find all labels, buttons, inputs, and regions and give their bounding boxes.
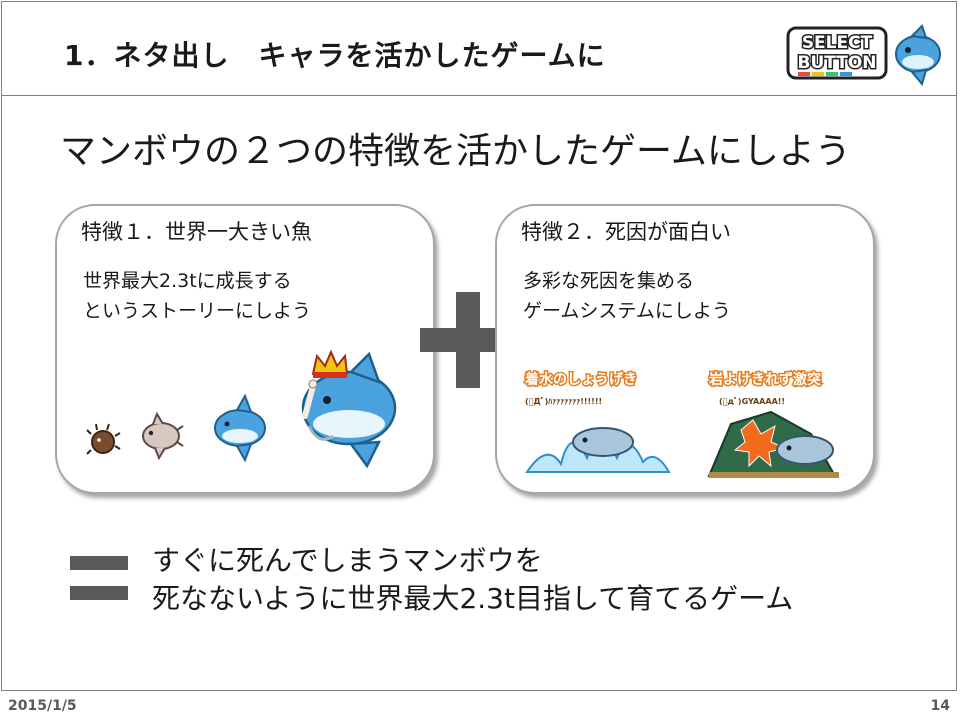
feature-2-title: 特徴２．死因が面白い — [521, 220, 731, 244]
feature-2-desc-line-1: 多彩な死因を集める — [523, 270, 695, 292]
select-button-logo: SELECT BUTTON — [786, 24, 946, 90]
splash-icon — [525, 427, 671, 473]
logo-line2: BUTTON — [797, 53, 876, 73]
footer-date: 2015/1/5 — [8, 698, 77, 714]
scene-1-caption: 着水のしょうげき — [524, 371, 637, 388]
sunfish-juvenile-icon — [142, 411, 184, 461]
feature-2-desc-line-2: ゲームシステムにしよう — [523, 300, 731, 322]
conclusion-line-2: 死なないように世界最大2.3t目指して育てるゲーム — [152, 582, 794, 615]
feature-1-desc-line-2: というストーリーにしよう — [83, 300, 312, 322]
equals-icon — [70, 556, 128, 600]
sunfish-young-icon — [214, 393, 266, 463]
sunfish-growth-illustration — [86, 349, 397, 469]
death-scene-splash: 着水のしょうげき (ﾟДﾟ)ﾊｧｧｧｧｧｧｧ!!!!!! — [523, 370, 671, 473]
crown-icon — [311, 349, 349, 378]
conclusion-line-1: すぐに死んでしまうマンボウを — [152, 544, 543, 577]
mascot-fish-icon — [895, 24, 941, 87]
feature-card-2: 特徴２．死因が面白い 多彩な死因を集める ゲームシステムにしよう 着水のしょうげ… — [495, 204, 875, 494]
bone-icon — [302, 379, 334, 441]
scene-2-sound: (ﾟдﾟ)GYAAAA!! — [719, 396, 785, 406]
sunfish-king-icon — [301, 349, 397, 469]
feature-2-description: 多彩な死因を集める ゲームシステムにしよう — [523, 266, 731, 326]
slide-frame — [1, 1, 957, 691]
feature-1-description: 世界最大2.3tに成長する というストーリーにしよう — [83, 266, 311, 326]
scene-2-caption: 岩よけきれず激突 — [708, 371, 821, 388]
page-number: 14 — [930, 698, 950, 714]
conclusion-text: すぐに死んでしまうマンボウを 死なないように世界最大2.3t目指して育てるゲーム — [152, 542, 793, 618]
slide-title: 1．ネタ出し キャラを活かしたゲームに — [64, 39, 606, 72]
sunfish-fry-icon — [86, 423, 121, 455]
rock-icon — [707, 410, 839, 478]
slide-subtitle: マンボウの２つの特徴を活かしたゲームにしよう — [60, 131, 851, 172]
logo-line1: SELECT — [802, 33, 873, 53]
header-divider — [1, 95, 957, 96]
feature-1-title: 特徴１．世界一大きい魚 — [81, 220, 312, 244]
death-scene-rock: 岩よけきれず激突 (ﾟдﾟ)GYAAAA!! — [707, 370, 839, 478]
scene-1-sound: (ﾟДﾟ)ﾊｧｧｧｧｧｧｧ!!!!!! — [525, 396, 602, 406]
feature-1-desc-line-1: 世界最大2.3tに成長する — [83, 270, 292, 292]
feature-card-1: 特徴１．世界一大きい魚 世界最大2.3tに成長する というストーリーにしよう — [55, 204, 435, 494]
